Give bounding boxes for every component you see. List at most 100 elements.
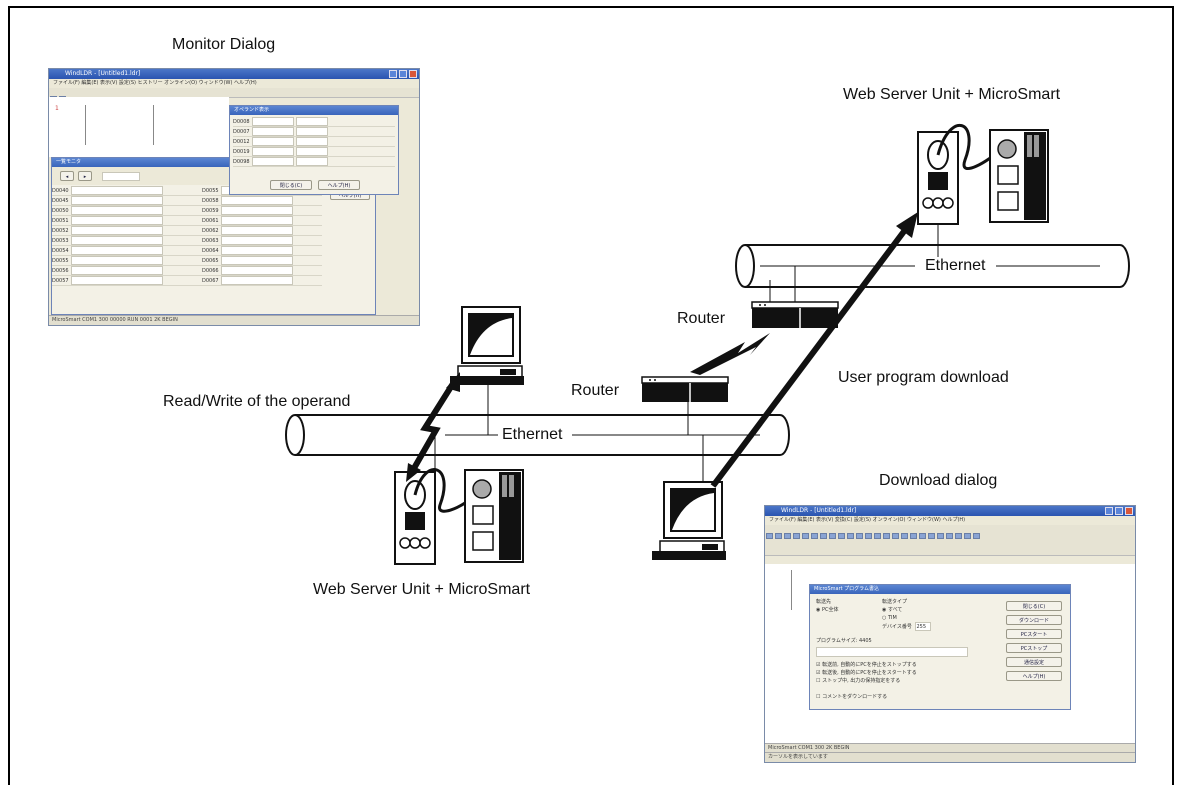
- list-row: D0057: [52, 276, 202, 286]
- program-download-dialog: MicroSmart プログラム書込 転送先 ◉ PC全体 転送タイプ ◉ すべ…: [809, 584, 1071, 710]
- operand-row: D0008: [233, 117, 395, 127]
- list-row: D0059: [202, 206, 322, 216]
- list-row: D0050: [52, 206, 202, 216]
- destination-group: 転送先 ◉ PC全体: [816, 598, 838, 614]
- dl-comm-settings-button: 通信設定: [1006, 657, 1062, 667]
- list-left-column: D0040 D0045 D0050 D0051 D0052 D0053 D005…: [52, 186, 202, 286]
- ethernet-pipe-bottom: [285, 414, 790, 456]
- rung-marker: 1: [55, 105, 59, 112]
- toolbar-icon: [955, 533, 962, 539]
- toolbar-icon: [766, 533, 773, 539]
- minimize-icon: [1105, 507, 1113, 515]
- download-dialog-screenshot: WindLDR - [Untitled1.ldr] ファイル(F) 編集(E) …: [764, 505, 1136, 763]
- download-title: WindLDR - [Untitled1.ldr]: [781, 507, 857, 514]
- progress-bar: [816, 647, 968, 657]
- router-lower-device: [641, 376, 729, 402]
- list-row: D0061: [202, 216, 322, 226]
- toolbar-icon: [937, 533, 944, 539]
- toolbar-icon: [811, 533, 818, 539]
- device-number: デバイス番号 255: [882, 622, 932, 631]
- list-monitor-title: 一覧モニタ: [52, 158, 375, 167]
- monitor-dialog-screenshot: WindLDR - [Untitled1.ldr] ファイル(F) 編集(E) …: [48, 68, 420, 326]
- list-right-column: D0055 D0058 D0059 D0061 D0062 D0063 D006…: [202, 186, 322, 286]
- operand-window: オペランド表示 D0008 D0007 D0012 D0019 D0098 閉じ…: [229, 105, 399, 195]
- list-monitor-window: 一覧モニタ ◂ ▸ D0040 D0045 D0050 D0051 D0052 …: [51, 157, 376, 315]
- monitor-titlebar: WindLDR - [Untitled1.ldr]: [49, 69, 419, 79]
- dl-close-button: 閉じる(C): [1006, 601, 1062, 611]
- dl-pc-stop-button: PCストップ: [1006, 643, 1062, 653]
- list-row: D0051: [52, 216, 202, 226]
- maximize-icon: [399, 70, 407, 78]
- web-server-unit-top: [917, 123, 1049, 225]
- options-group: ☑ 転送前, 自動的にPCを停止をストップする ☑ 転送後, 自動的にPCを停止…: [816, 661, 917, 701]
- download-statusbar: MicroSmart COM1 300 2K BEGIN: [765, 743, 1135, 753]
- list-row: D0045: [52, 196, 202, 206]
- read-write-arrow: [406, 372, 460, 482]
- list-row: D0056: [52, 266, 202, 276]
- toolbar-icon: [946, 533, 953, 539]
- list-row: D0062: [202, 226, 322, 236]
- option-start-after: ☑ 転送後, 自動的にPCを停止をスタートする: [816, 670, 917, 676]
- toolbar-icon: [802, 533, 809, 539]
- list-row: D0052: [52, 226, 202, 236]
- option-download-comments: ☐ コメントをダウンロードする: [816, 694, 888, 700]
- option-hold-output: ☐ ストップ中, 出力の保持指定をする: [816, 678, 901, 684]
- close-icon: [409, 70, 417, 78]
- figure-frame: [8, 6, 1174, 785]
- dest-option: ◉ PC全体: [816, 607, 839, 613]
- pc-upper: [450, 306, 524, 385]
- label-ethernet-bottom: Ethernet: [500, 426, 565, 444]
- minimize-icon: [389, 70, 397, 78]
- list-row: D0064: [202, 246, 322, 256]
- toolbar-icon: [892, 533, 899, 539]
- toolbar-icon: [883, 533, 890, 539]
- list-row: D0067: [202, 276, 322, 286]
- ethernet-pipe-top: [735, 244, 1130, 288]
- monitor-menubar: ファイル(F) 編集(E) 表示(V) 設定(S) ヒストリー オンライン(O)…: [49, 79, 419, 88]
- operand-help-button: ヘルプ(H): [318, 180, 360, 190]
- toolbar-icon: [919, 533, 926, 539]
- close-icon: [1125, 507, 1133, 515]
- toolbar-icon: [856, 533, 863, 539]
- toolbar-icon: [793, 533, 800, 539]
- operand-row: D0019: [233, 147, 395, 157]
- toolbar-icon: [784, 533, 791, 539]
- toolbar-icon: [973, 533, 980, 539]
- label-web-server-top: Web Server Unit + MicroSmart: [843, 86, 1061, 103]
- list-row: D0054: [52, 246, 202, 256]
- dl-download-button: ダウンロード: [1006, 615, 1062, 625]
- toolbar-icon: [874, 533, 881, 539]
- monitor-title: WindLDR - [Untitled1.ldr]: [65, 70, 141, 77]
- device-label: 転送タイプ: [882, 599, 908, 605]
- dl-help-button: ヘルプ(H): [1006, 671, 1062, 681]
- label-web-server-bottom: Web Server Unit + MicroSmart: [313, 581, 531, 598]
- device-option-2: ○ TIM: [882, 615, 897, 621]
- toolbar-icon: [901, 533, 908, 539]
- toolbar-icon: [838, 533, 845, 539]
- label-download-dialog: Download dialog: [879, 472, 998, 489]
- maximize-icon: [1115, 507, 1123, 515]
- device-option-1: ◉ すべて: [882, 607, 903, 613]
- wan-lightning-link: [690, 333, 770, 375]
- operand-close-button: 閉じる(C): [270, 180, 312, 190]
- toolbar-icon: [865, 533, 872, 539]
- list-row: D0055: [52, 256, 202, 266]
- label-ethernet-top: Ethernet: [923, 257, 988, 275]
- toolbar-icon: [910, 533, 917, 539]
- download-titlebar: WindLDR - [Untitled1.ldr]: [765, 506, 1135, 516]
- router-upper-device: [751, 301, 839, 328]
- operand-row: D0012: [233, 137, 395, 147]
- toolbar-icon: [847, 533, 854, 539]
- toolbar-icon: [775, 533, 782, 539]
- next-button: ▸: [78, 171, 92, 181]
- download-status-hint: カーソルを表示しています: [765, 752, 1135, 762]
- web-server-unit-bottom: [394, 468, 524, 565]
- list-row: D0066: [202, 266, 322, 276]
- label-monitor-dialog: Monitor Dialog: [172, 36, 276, 53]
- list-row: D0065: [202, 256, 322, 266]
- toolbar-icon: [964, 533, 971, 539]
- program-size: プログラムサイズ: 4405: [816, 638, 872, 644]
- download-arrow: [710, 212, 918, 488]
- ladder-area: 1: [49, 97, 229, 157]
